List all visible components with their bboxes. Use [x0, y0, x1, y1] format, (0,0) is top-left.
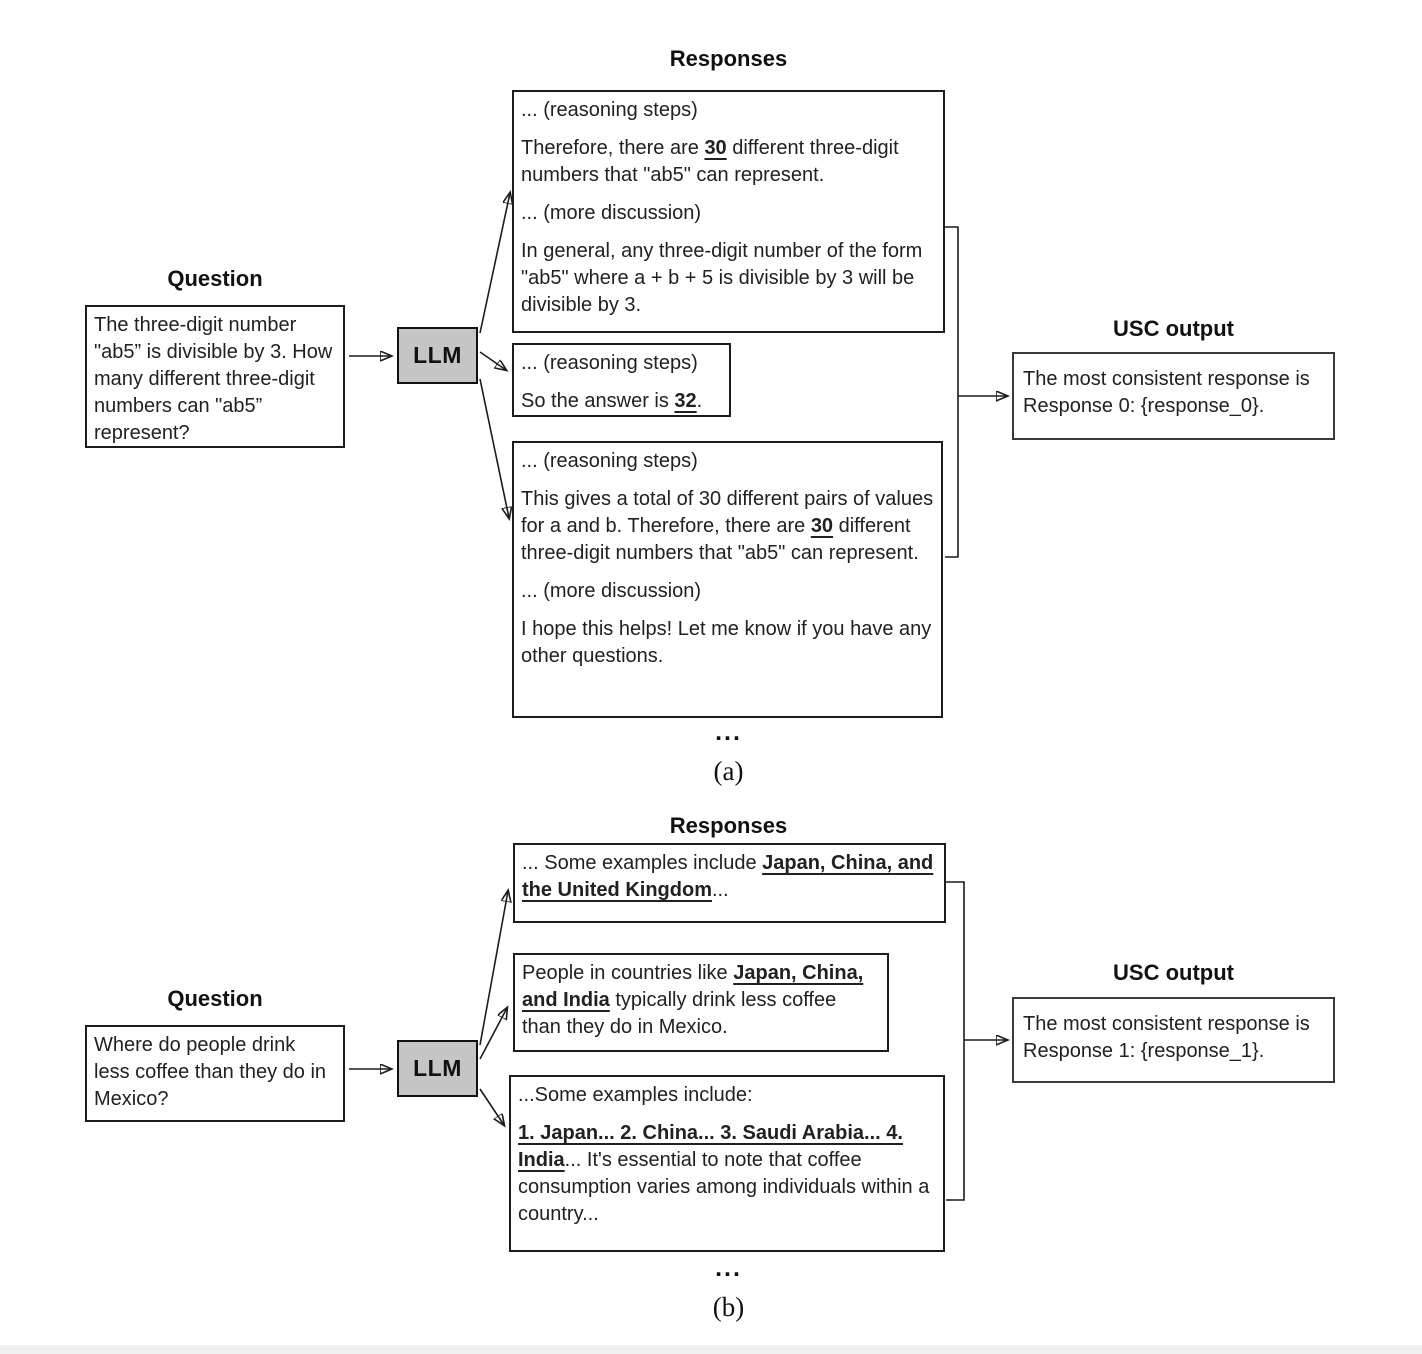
- text-segment: In general, any three-digit number of th…: [521, 240, 923, 316]
- paragraph: 1. Japan... 2. China... 3. Saudi Arabia.…: [518, 1120, 936, 1228]
- usc-output-text: The most consistent response is Response…: [1023, 1013, 1310, 1062]
- paragraph: People in countries like Japan, China, a…: [522, 960, 880, 1041]
- arrow-llm-to-response1-a: [479, 193, 510, 334]
- paragraph: Therefore, there are 30 different three-…: [521, 135, 936, 189]
- paragraph: This gives a total of 30 different pairs…: [521, 486, 934, 567]
- question-text: The three-digit number "ab5” is divisibl…: [94, 314, 333, 444]
- paragraph: So the answer is 32.: [521, 388, 722, 415]
- arrow-llm-to-response1-b: [479, 891, 508, 1046]
- llm-label: LLM: [413, 342, 462, 368]
- response-box-2: ...Some examples include: 1. Japan... 2. …: [509, 1075, 945, 1252]
- responses-title: Responses: [669, 813, 788, 838]
- usc-output-title: USC output: [1113, 316, 1234, 341]
- paragraph: ...Some examples include:: [518, 1082, 936, 1109]
- question-text: Where do people drink less coffee than t…: [94, 1034, 327, 1110]
- subfigure-label-a: (a): [713, 756, 744, 786]
- emphasized-text: Japan, China, and the United Kingdom: [522, 852, 934, 901]
- emphasized-text: 30: [810, 515, 834, 537]
- more-responses-ellipsis: ...: [715, 1254, 742, 1282]
- arrow-llm-to-response3-b: [479, 1088, 504, 1125]
- responses-title: Responses: [669, 46, 788, 71]
- emphasized-text: 32: [674, 390, 697, 412]
- arrow-llm-to-response2-b: [479, 1008, 507, 1060]
- text-segment: I hope this helps! Let me know if you ha…: [521, 618, 932, 667]
- response-box-2: ... (reasoning steps) This gives a total …: [512, 441, 943, 718]
- question-title: Question: [167, 266, 263, 291]
- usc-output-text: The most consistent response is Response…: [1023, 368, 1310, 417]
- arrow-llm-to-response2-a: [479, 351, 506, 370]
- paragraph: ... (reasoning steps): [521, 350, 722, 377]
- usc-output-title: USC output: [1113, 960, 1234, 985]
- text-segment: ... (reasoning steps): [521, 450, 698, 472]
- paragraph: In general, any three-digit number of th…: [521, 238, 936, 319]
- arrow-llm-to-response3-a: [479, 378, 509, 518]
- text-segment: ... Some examples include: [522, 852, 763, 874]
- text-segment: ... (reasoning steps): [521, 99, 698, 121]
- usc-output-box: The most consistent response is Response…: [1012, 352, 1335, 440]
- bracket-responses-b: [946, 881, 965, 1201]
- more-responses-ellipsis: ...: [715, 718, 742, 746]
- paragraph: ... (reasoning steps): [521, 448, 934, 475]
- bracket-responses-a: [945, 226, 959, 558]
- text-segment: Therefore, there are: [521, 137, 705, 159]
- text-segment: ...: [711, 879, 729, 901]
- paragraph: I hope this helps! Let me know if you ha…: [521, 616, 934, 670]
- response-box-1: People in countries like Japan, China, a…: [513, 953, 889, 1052]
- text-segment: ...Some examples include:: [518, 1084, 753, 1106]
- llm-box: LLM: [397, 1040, 478, 1097]
- paragraph: ... (more discussion): [521, 578, 934, 605]
- llm-label: LLM: [413, 1055, 462, 1081]
- text-segment: typically drink less coffee than they do…: [522, 989, 837, 1038]
- question-title: Question: [167, 986, 263, 1011]
- response-box-0: ... (reasoning steps) Therefore, there ar…: [512, 90, 945, 333]
- response-box-0: ... Some examples include Japan, China, …: [513, 843, 946, 923]
- text-segment: So the answer is: [521, 390, 675, 412]
- text-segment: different three-digit numbers that "ab5"…: [521, 515, 919, 564]
- text-segment: This gives a total of 30 different pairs…: [521, 488, 934, 537]
- response-box-1: ... (reasoning steps) So the answer is 32…: [512, 343, 731, 417]
- emphasized-text: 1. Japan... 2. China... 3. Saudi Arabia.…: [518, 1122, 903, 1171]
- text-segment: ... (more discussion): [521, 202, 702, 224]
- text-segment: People in countries like: [522, 962, 734, 984]
- paragraph: ... (more discussion): [521, 200, 936, 227]
- page-edge-strip: [0, 1345, 1422, 1354]
- text-segment: .: [696, 390, 703, 412]
- emphasized-text: Japan, China, and India: [522, 962, 864, 1011]
- question-box: The three-digit number "ab5” is divisibl…: [85, 305, 345, 448]
- text-segment: ... (more discussion): [521, 580, 702, 602]
- paragraph: ... (reasoning steps): [521, 97, 936, 124]
- text-segment: ... (reasoning steps): [521, 352, 698, 374]
- paragraph: ... Some examples include Japan, China, …: [522, 850, 937, 904]
- text-segment: different three-digit numbers that "ab5"…: [521, 137, 899, 186]
- usc-output-box: The most consistent response is Response…: [1012, 997, 1335, 1083]
- subfigure-label-b: (b): [712, 1292, 745, 1322]
- question-box: Where do people drink less coffee than t…: [85, 1025, 345, 1122]
- text-segment: ... It's essential to note that coffee c…: [518, 1149, 930, 1225]
- llm-box: LLM: [397, 327, 478, 384]
- emphasized-text: 30: [704, 137, 727, 159]
